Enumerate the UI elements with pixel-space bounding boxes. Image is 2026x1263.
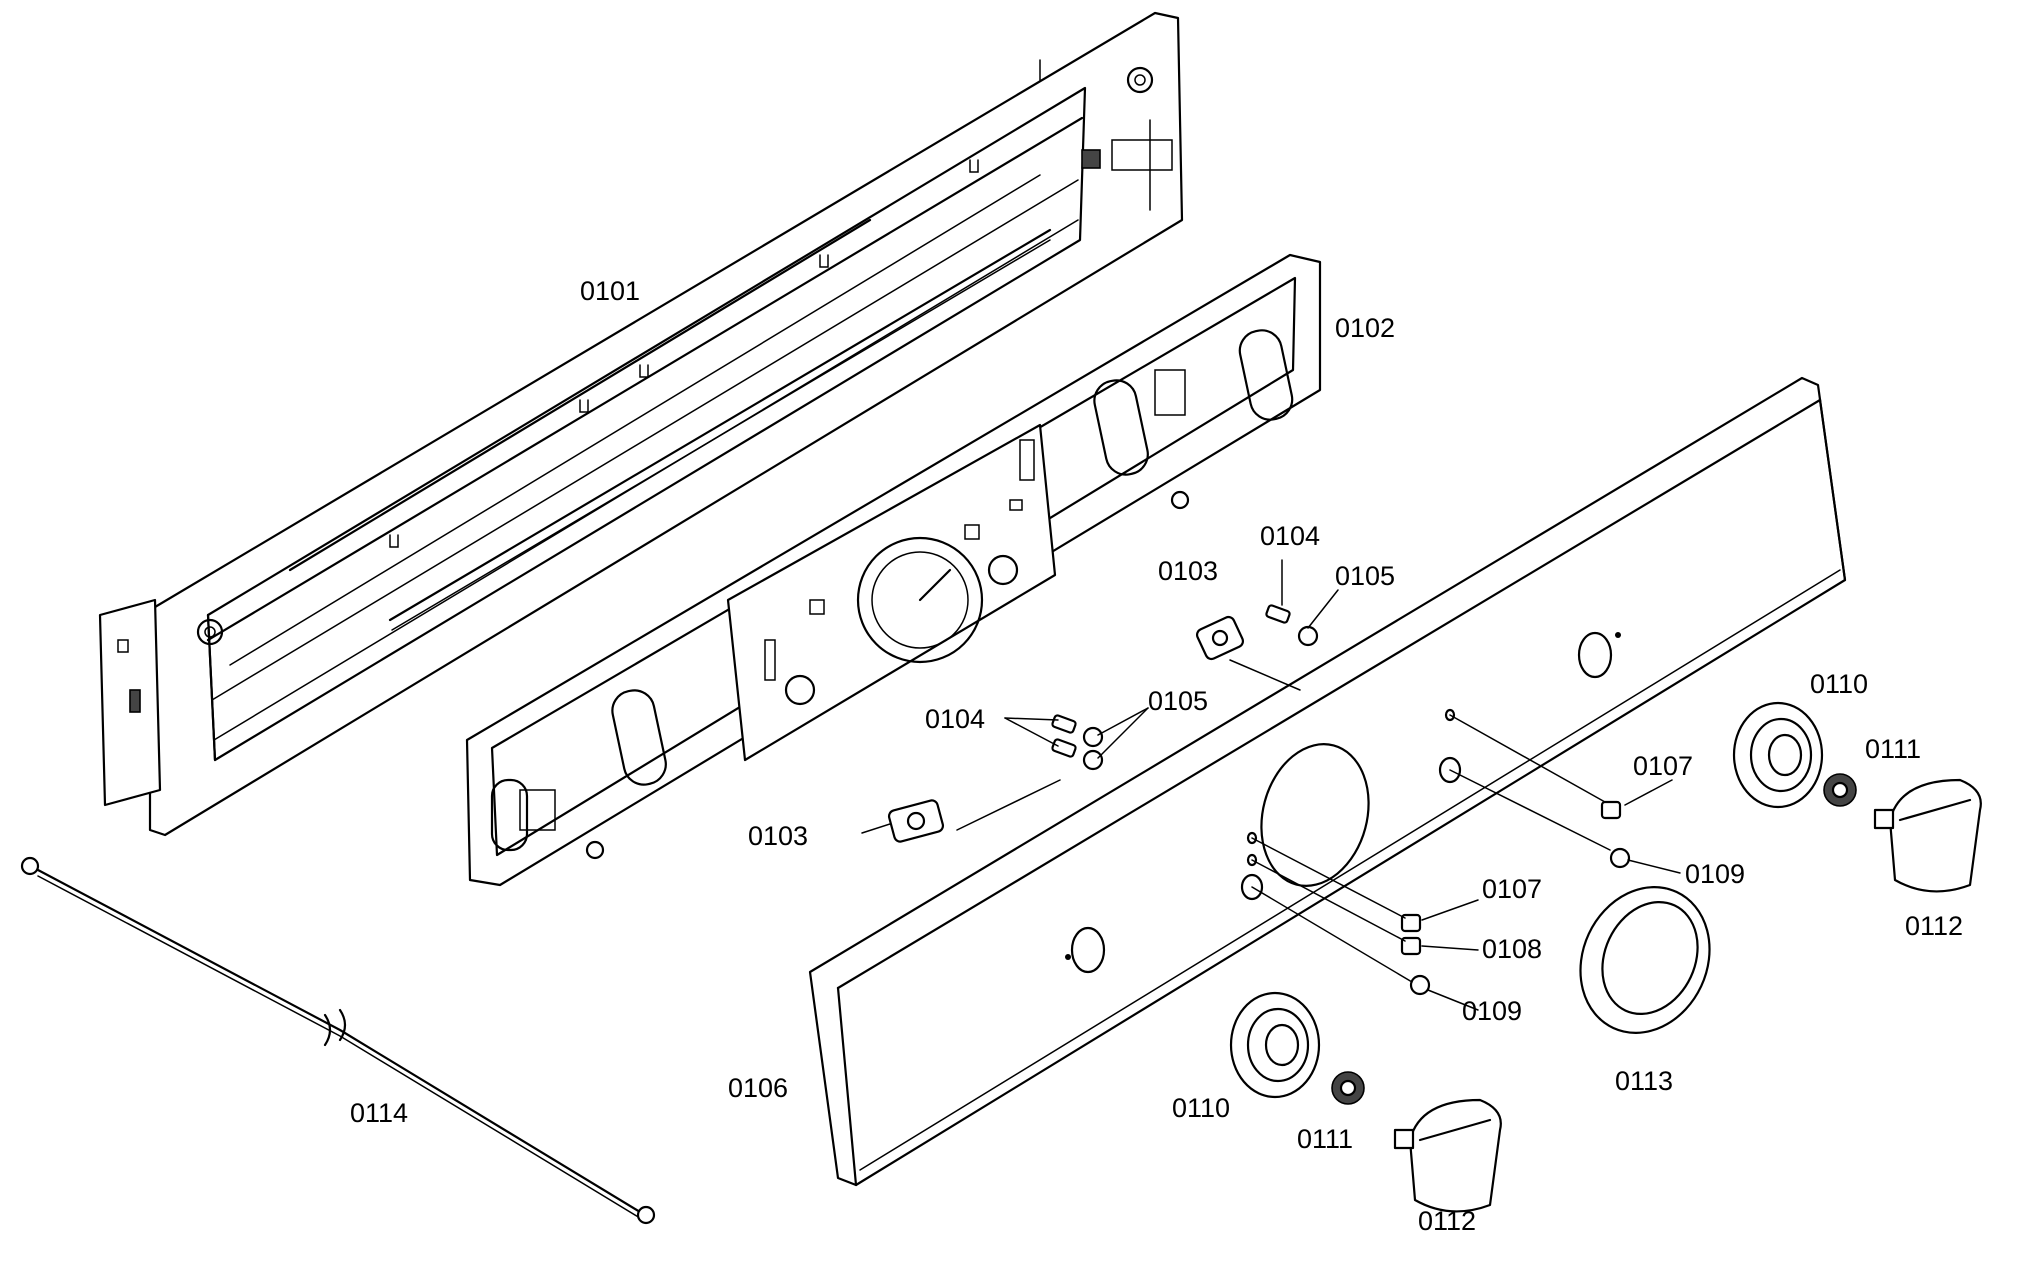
- label-0113: 0113: [1615, 1066, 1673, 1096]
- label-0107-left: 0107: [1482, 874, 1542, 904]
- part-0105-nuts: [1082, 625, 1319, 771]
- part-0111-adapter-left: [1331, 1071, 1365, 1105]
- label-0106: 0106: [728, 1073, 788, 1103]
- label-0107-right: 0107: [1633, 751, 1693, 781]
- part-0101-rear-housing: [98, 11, 1184, 837]
- part-0114-ground-wire: [20, 856, 656, 1225]
- label-0104-upper: 0104: [1260, 521, 1320, 551]
- label-0104-lower: 0104: [925, 704, 985, 734]
- leader-lines: [861, 559, 1681, 1011]
- part-0106-front-panel: [808, 376, 1847, 1187]
- part-0110-bezel-right: [1732, 701, 1824, 809]
- part-0102-board-carrier: [465, 253, 1322, 887]
- part-0103-gasket-upper: [1195, 615, 1245, 661]
- label-0111-left: 0111: [1297, 1124, 1353, 1154]
- part-0103-gasket-lower: [887, 799, 945, 843]
- label-0111-right: 0111: [1865, 734, 1921, 764]
- part-labels: 0101 0102 0103 0104 0105 0104 0105 0103 …: [350, 276, 1963, 1236]
- label-0101: 0101: [580, 276, 640, 306]
- label-0103-upper: 0103: [1158, 556, 1218, 586]
- label-0105-lower: 0105: [1148, 686, 1208, 716]
- part-0112-knob-right: [1873, 778, 1982, 893]
- label-0109-left: 0109: [1462, 996, 1522, 1026]
- label-0103-lower: 0103: [748, 821, 808, 851]
- label-0110-right: 0110: [1810, 669, 1868, 699]
- part-0112-knob-left: [1393, 1098, 1502, 1213]
- label-0110-left: 0110: [1172, 1093, 1230, 1123]
- label-0109-right: 0109: [1685, 859, 1745, 889]
- label-0112-right: 0112: [1905, 911, 1963, 941]
- label-0105-upper: 0105: [1335, 561, 1395, 591]
- label-0114: 0114: [350, 1098, 408, 1128]
- part-0113-ring: [1579, 886, 1711, 1034]
- label-0112-left: 0112: [1418, 1206, 1476, 1236]
- part-0111-adapter-right: [1823, 773, 1857, 807]
- label-0108: 0108: [1482, 934, 1542, 964]
- part-0110-bezel-left: [1229, 991, 1321, 1099]
- part-0107-0109-buttons: [1400, 800, 1631, 996]
- label-0102: 0102: [1335, 313, 1395, 343]
